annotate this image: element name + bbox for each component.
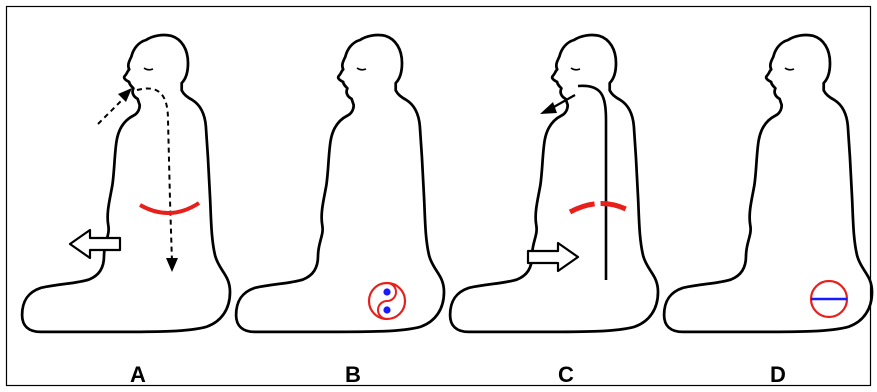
spine-line [578, 86, 606, 280]
hollow-arrow-right-icon [528, 243, 578, 271]
frame [7, 7, 871, 386]
panel-label-a: A [118, 362, 158, 388]
breath-path-dashed [137, 88, 172, 262]
closed-eye-a [144, 68, 153, 70]
dashed-arrow-icon [118, 88, 132, 102]
panel-label-d: D [758, 362, 798, 388]
yinyang-icon [369, 283, 405, 319]
inhale-dashed-arrow [98, 96, 126, 124]
down-arrow-head [166, 258, 178, 272]
closed-eye-d [785, 68, 794, 70]
circle-line-icon [811, 281, 847, 317]
panel-a [22, 35, 230, 332]
seated-figure-a [22, 35, 230, 332]
panel-c [450, 35, 658, 332]
panel-label-c: C [546, 362, 586, 388]
panel-label-b: B [333, 362, 373, 388]
closed-eye-b [357, 68, 366, 70]
panel-b [236, 35, 444, 332]
seated-figure-b [236, 35, 444, 332]
closed-eye-c [571, 68, 580, 70]
hollow-arrow-left-icon [70, 230, 120, 258]
diaphragm-arc-c [570, 203, 628, 212]
seated-figure-c [450, 35, 658, 332]
panel-d [664, 35, 872, 332]
arrow-icon [540, 102, 557, 114]
